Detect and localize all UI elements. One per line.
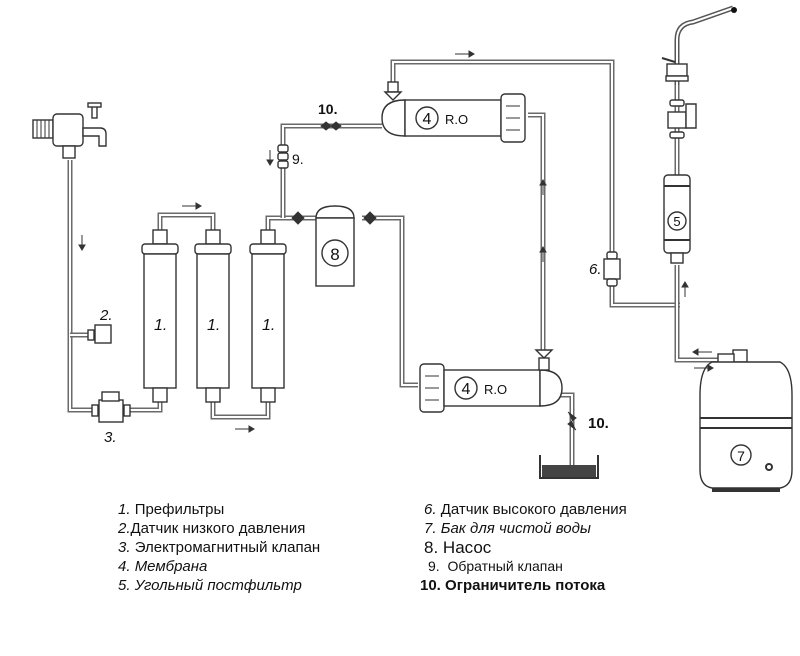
prefilter-3: [249, 229, 287, 403]
arrow-right-icon: [455, 50, 475, 58]
prefilter-1: [141, 229, 179, 403]
flow-restrictor-upper: [320, 121, 342, 131]
arrow-right-icon: [235, 425, 255, 433]
label-membrane-text: R.O: [445, 112, 468, 127]
label-low-pressure-sensor: 2.: [99, 307, 113, 324]
label-membrane-number: 4: [423, 111, 432, 128]
legend-item-1: 1. Префильтры: [118, 501, 225, 518]
check-valve: [277, 144, 289, 169]
arrow-right-icon: [182, 202, 202, 210]
solenoid-valve: [91, 391, 131, 423]
arrow-right-icon: [694, 364, 714, 372]
arrow-down-icon: [78, 235, 86, 251]
legend-item-7: 7. Бак для чистой воды: [424, 520, 591, 537]
label-postfilter: 5: [673, 214, 680, 229]
arrow-down-icon: [266, 150, 274, 166]
flow-restrictor-lower: [567, 411, 577, 431]
low-pressure-sensor: [87, 324, 112, 344]
label-tank: 7: [737, 448, 745, 464]
legend-item-2: 2.Датчик низкого давления: [118, 520, 306, 537]
label-solenoid-valve: 3.: [104, 429, 117, 446]
legend-item-4: 4. Мембрана: [118, 558, 208, 575]
label-check-valve: 9.: [292, 151, 304, 167]
label-flow-restrictor: 10.: [318, 101, 337, 117]
legend-right: 6. Датчик высокого давления 7. Бак для ч…: [420, 500, 627, 595]
arrow-up-icon: [539, 179, 547, 195]
label-prefilter: 1.: [262, 317, 275, 334]
faucet-icon: [661, 5, 737, 139]
label-prefilter: 1.: [154, 317, 167, 334]
label-flow-restrictor: 10.: [588, 415, 609, 432]
feed-tap-icon: [32, 102, 107, 159]
label-pump: 8: [330, 245, 339, 264]
arrow-up-icon: [539, 246, 547, 262]
membrane-upper: [381, 81, 526, 143]
legend-item-8: 8. Насос: [424, 538, 492, 557]
legend-item-9: 9. Обратный клапан: [428, 558, 563, 574]
legend-item-3: 3. Электромагнитный клапан: [118, 539, 321, 556]
arrow-left-icon: [692, 348, 712, 356]
postfilter: [663, 174, 691, 264]
label-high-pressure-sensor: 6.: [589, 261, 602, 278]
legend-left: 1. Префильтры 2.Датчик низкого давления …: [118, 500, 320, 595]
label-membrane-text: R.O: [484, 382, 507, 397]
high-pressure-sensor: [603, 251, 621, 287]
storage-tank: [699, 349, 793, 492]
legend-item-6: 6. Датчик высокого давления: [424, 501, 627, 518]
membrane-lower: [419, 349, 563, 413]
legend-item-10: 10. Ограничитель потока: [420, 577, 606, 594]
pump: [291, 205, 377, 287]
label-prefilter: 1.: [207, 317, 220, 334]
drain-icon: [539, 455, 599, 479]
flow-arrows: [78, 50, 714, 433]
prefilter-2: [194, 229, 232, 403]
arrow-up-icon: [681, 281, 689, 297]
legend-item-5: 5. Угольный постфильтр: [118, 577, 302, 594]
label-membrane-number: 4: [462, 381, 471, 398]
